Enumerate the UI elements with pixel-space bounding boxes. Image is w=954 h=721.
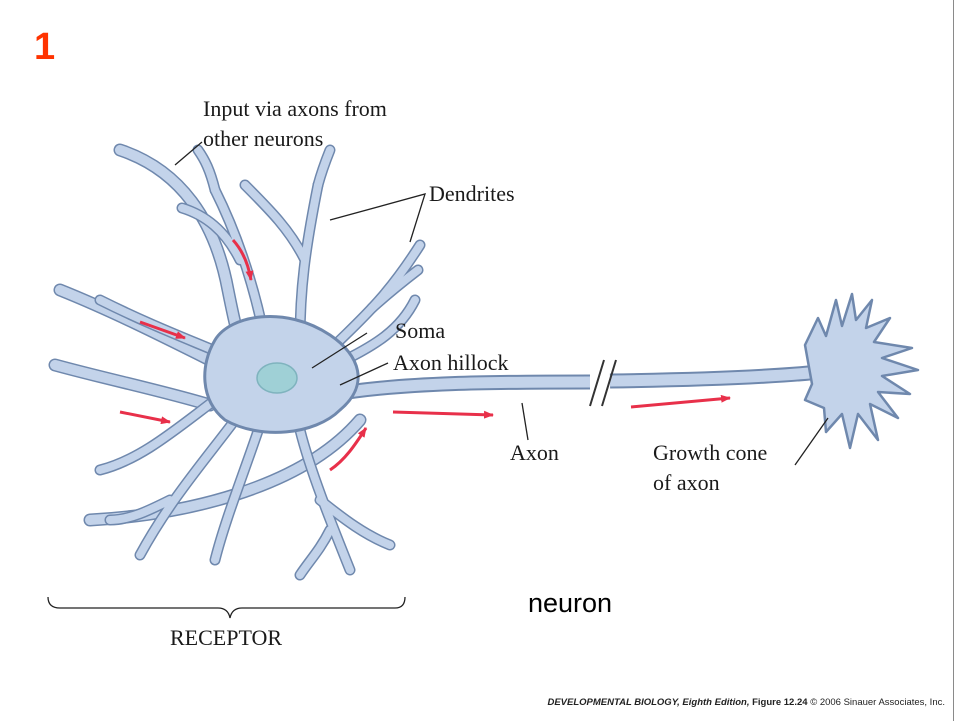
label-axon: Axon [510, 440, 559, 466]
label-growth-cone-line2: of axon [653, 470, 720, 496]
label-soma: Soma [395, 318, 445, 344]
label-receptor: RECEPTOR [170, 625, 282, 651]
label-axon-hillock: Axon hillock [393, 350, 509, 376]
nucleus [257, 363, 297, 393]
label-dendrites: Dendrites [429, 181, 515, 207]
credit-figure: Figure 12.24 [752, 697, 807, 708]
label-growth-cone-line1: Growth cone [653, 440, 767, 466]
arrow-axon-1 [393, 412, 493, 415]
receptor-brace [48, 597, 405, 618]
soma [205, 316, 358, 432]
credit-copyright: © 2006 Sinauer Associates, Inc. [810, 697, 945, 708]
label-input-line1: Input via axons from [203, 96, 387, 122]
arrow-axon-2 [631, 398, 730, 407]
figure-credit: DEVELOPMENTAL BIOLOGY, Eighth Edition, F… [547, 697, 945, 708]
label-input-line2: other neurons [203, 126, 323, 152]
growth-cone [805, 294, 918, 448]
credit-book-title: DEVELOPMENTAL BIOLOGY, Eighth Edition, [547, 697, 749, 708]
arrow-input-lower [120, 412, 170, 422]
caption: neuron [528, 590, 612, 617]
